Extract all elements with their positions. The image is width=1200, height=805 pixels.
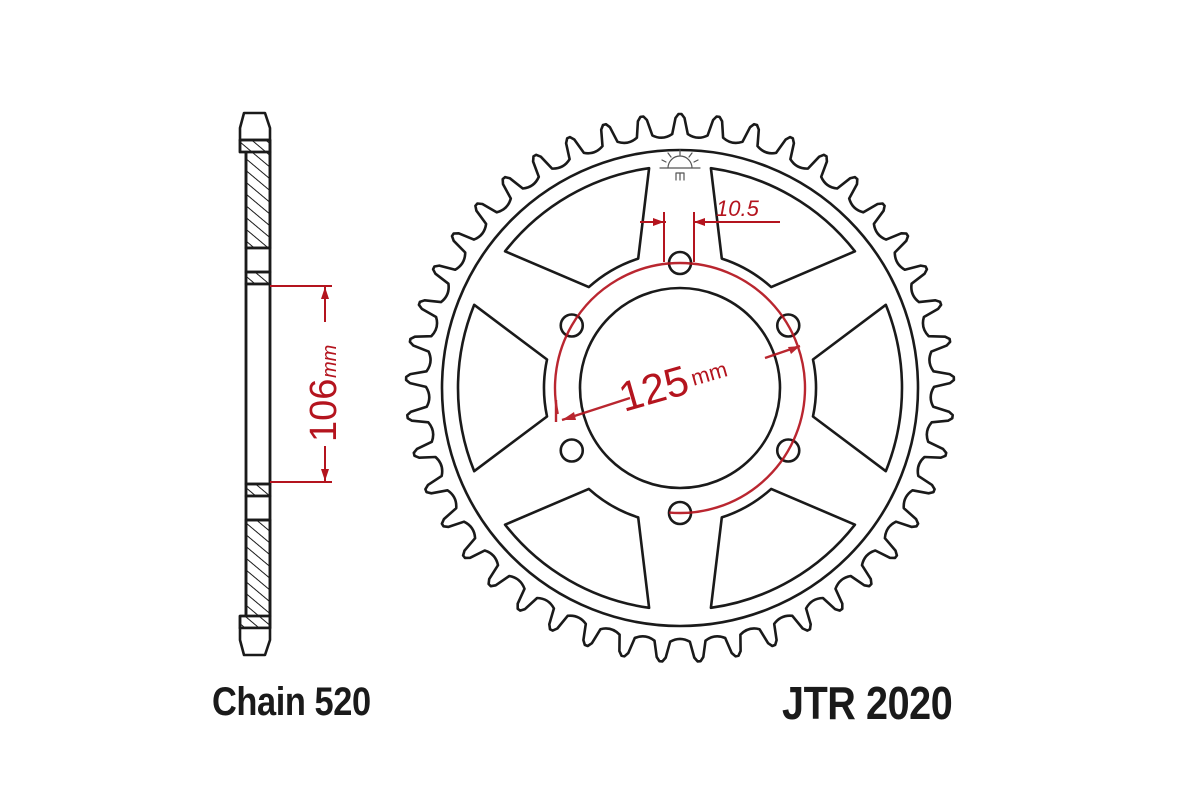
bore-dimension-label: 106 mm [303,345,345,442]
bottom-web-section [244,518,272,618]
window-cutout [503,166,651,289]
window-cutout [811,303,904,473]
side-view [238,111,272,657]
bolt-hole-dimension-label: 10.5 [716,196,760,221]
window-cutout [503,487,651,610]
sprocket-teeth-outline [404,112,956,663]
svg-text:106: 106 [303,379,345,442]
pcd-dimension [553,261,807,515]
window-cutout [709,166,857,289]
upper-hub-hatch [244,270,272,286]
chain-size-label: Chain 520 [212,680,371,724]
svg-text:mm: mm [319,345,341,378]
pcd-dimension-label: 125 mm [614,356,731,420]
lower-hub-hatch [244,482,272,498]
manufacturer-logo-icon [659,149,701,181]
center-bore-circle [578,286,782,490]
bore-section [244,282,272,486]
lightening-windows [456,166,904,610]
top-web-section [244,150,272,250]
bore-dimension [270,285,332,483]
top-tooth-profile [238,111,272,142]
bottom-tooth-profile [238,626,272,657]
bolt-hole-dimension [640,212,780,262]
window-cutout [709,487,857,610]
svg-text:mm: mm [688,357,730,391]
part-number-label: JTR 2020 [782,677,953,729]
bolt-hole [559,438,585,463]
svg-text:125: 125 [614,356,694,420]
window-cutout [456,303,549,473]
